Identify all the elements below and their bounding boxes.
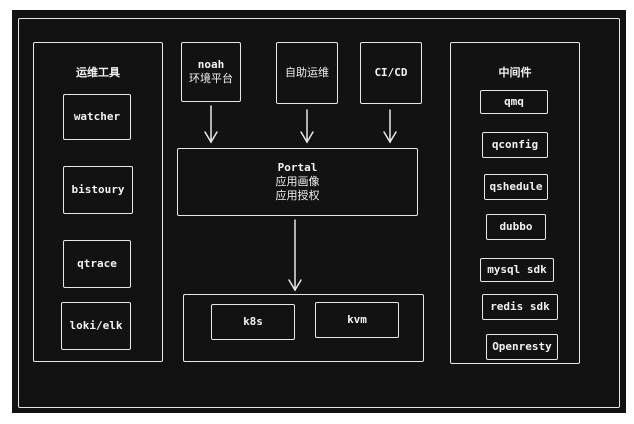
self-service-ops-box: 自助运维: [276, 42, 338, 104]
portal-title: Portal: [277, 161, 318, 174]
tool-watcher: watcher: [63, 94, 131, 140]
ops-tools-panel: [33, 42, 163, 362]
middleware-redis-sdk: redis sdk: [482, 294, 558, 320]
middleware-panel: [450, 42, 580, 364]
ops-tools-title: 运维工具: [76, 66, 120, 79]
arrow-portal-to-infra: [288, 219, 302, 292]
tool-qtrace: qtrace: [63, 240, 131, 288]
middleware-mysql-sdk: mysql sdk: [480, 258, 554, 282]
middleware-qshedule: qshedule: [484, 174, 548, 200]
portal-box: Portal 应用画像 应用授权: [177, 148, 418, 216]
arrow-cicd-to-portal: [383, 109, 397, 144]
middleware-dubbo: dubbo: [486, 214, 546, 240]
ci-cd-box: CI/CD: [360, 42, 422, 104]
app-authorization-label: 应用授权: [275, 189, 320, 202]
tool-bistoury: bistoury: [63, 166, 133, 214]
infra-container: [183, 294, 424, 362]
kvm-box: kvm: [315, 302, 399, 338]
app-profile-label: 应用画像: [275, 175, 320, 188]
middleware-qmq: qmq: [480, 90, 548, 114]
k8s-box: k8s: [211, 304, 295, 340]
arrow-self-service-to-portal: [300, 109, 314, 144]
middleware-title: 中间件: [498, 66, 532, 79]
noah-label: noah: [197, 58, 225, 71]
outer-frame: [18, 18, 620, 408]
env-platform-label: 环境平台: [189, 72, 233, 85]
noah-box: noah 环境平台: [181, 42, 241, 102]
middleware-openresty: Openresty: [486, 334, 558, 360]
tool-loki-elk: loki/elk: [61, 302, 131, 350]
diagram-canvas: [12, 10, 626, 413]
arrow-noah-to-portal: [204, 105, 218, 144]
middleware-qconfig: qconfig: [482, 132, 548, 158]
